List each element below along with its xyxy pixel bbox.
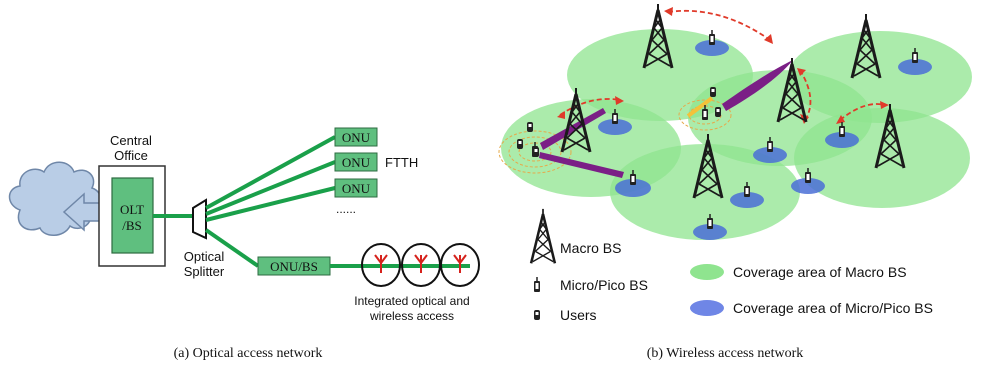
legend-pico-icon: [533, 276, 541, 293]
micro-coverage: [730, 192, 764, 208]
optical-splitter: [192, 198, 207, 240]
splitter-label-2: Splitter: [184, 264, 225, 279]
link: [559, 98, 621, 116]
legend-macro-bs-label: Macro BS: [560, 240, 621, 256]
small-cell-rings: [498, 99, 732, 174]
micro-coverage: [598, 119, 632, 135]
micro-coverage: [695, 40, 729, 56]
more-onus-ellipsis: ......: [336, 202, 356, 216]
onu-1: ONU: [334, 127, 378, 147]
integrated-label-2: wireless access: [369, 309, 454, 323]
user-device: [517, 139, 523, 149]
fiber-onu-2: [205, 160, 336, 216]
legend-macro-bs-icon: [529, 207, 557, 265]
micro-coverage-areas: [598, 40, 932, 240]
legend-micro-coverage-label: Coverage area of Micro/Pico BS: [733, 300, 933, 316]
onu-2: ONU: [334, 152, 378, 172]
caption-a: (a) Optical access network: [174, 346, 323, 361]
micro-coverage: [791, 178, 825, 194]
antenna-cell-1: [361, 243, 401, 287]
central-office-label-1: Central: [110, 133, 152, 148]
user-device: [533, 147, 539, 157]
bs-label: /BS: [122, 218, 142, 233]
micro-pico-bs: [708, 29, 716, 46]
onu-1-label: ONU: [342, 130, 371, 145]
legend-macro-coverage-swatch: [690, 264, 724, 280]
central-office-label-2: Office: [114, 148, 148, 163]
legend-micro-coverage-swatch: [690, 300, 724, 316]
legend-macro-coverage-label: Coverage area of Macro BS: [733, 264, 907, 280]
micro-coverage: [753, 147, 787, 163]
olt-bs-box: [111, 177, 154, 254]
onu-bs-label: ONU/BS: [270, 259, 318, 274]
beam: [540, 108, 606, 150]
fiber-onu-bs: [204, 228, 260, 268]
yellow-link: [686, 96, 714, 118]
caption-b: (b) Wireless access network: [647, 346, 804, 361]
micro-coverage: [898, 59, 932, 75]
legend-user-icon: [534, 310, 540, 320]
onu-2-label: ONU: [342, 155, 371, 170]
link: [667, 9, 771, 41]
backhaul-beams: [539, 60, 793, 178]
link: [839, 103, 886, 121]
integrated-label-1: Integrated optical and: [354, 294, 469, 308]
legend-pico-label: Micro/Pico BS: [560, 277, 648, 293]
user-device: [710, 87, 716, 97]
micro-coverage: [825, 132, 859, 148]
micro-coverage: [615, 179, 651, 197]
macro-coverage: [794, 108, 970, 208]
fiber-onu-3: [205, 186, 336, 222]
onu-3-label: ONU: [342, 181, 371, 196]
beam: [722, 60, 793, 111]
fiber-onu-1: [205, 135, 336, 210]
legend-users-label: Users: [560, 307, 597, 323]
olt-label: OLT: [120, 202, 144, 217]
user-device: [527, 122, 533, 132]
splitter-label-1: Optical: [184, 249, 225, 264]
legend: Macro BS Micro/Pico BS Users Coverage ar…: [529, 207, 933, 323]
link-arrowheads: [557, 7, 889, 124]
user-device: [715, 107, 721, 117]
beam: [539, 152, 624, 178]
panel-a: Central Office OLT /BS Optical Splitter …: [8, 127, 480, 361]
ftth-label: FTTH: [385, 155, 418, 170]
micro-coverage: [693, 224, 727, 240]
macro-coverage: [610, 144, 800, 240]
onu-3: ONU: [334, 178, 378, 198]
panel-b: Macro BS Micro/Pico BS Users Coverage ar…: [498, 2, 972, 361]
antenna-cell-3: [440, 243, 480, 287]
core-network-cloud: [8, 161, 102, 236]
